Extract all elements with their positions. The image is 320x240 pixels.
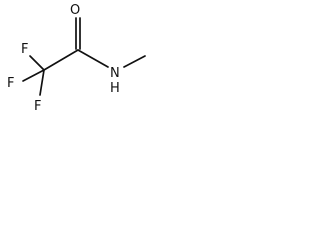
bond-carbonyl-nitrogen	[77, 49, 109, 68]
bond-cf3-fluorine-bottom	[39, 69, 45, 96]
bond-nitrogen-methyl	[123, 55, 146, 68]
bond-cf3-carbonyl	[43, 49, 79, 71]
atom-hydrogen: H	[110, 81, 120, 96]
atom-oxygen: O	[70, 3, 80, 18]
bond-cf3-fluorine-left	[22, 69, 45, 82]
atom-fluorine-left: F	[7, 76, 14, 91]
atom-fluorine-top: F	[21, 42, 28, 57]
molecule-diagram: O N H F F F	[7, 3, 146, 114]
bond-cf3-fluorine-top	[29, 55, 45, 71]
atom-nitrogen: N	[110, 66, 120, 81]
chemical-structure-canvas: O N H F F F	[0, 0, 150, 118]
atom-fluorine-bottom: F	[34, 99, 41, 114]
